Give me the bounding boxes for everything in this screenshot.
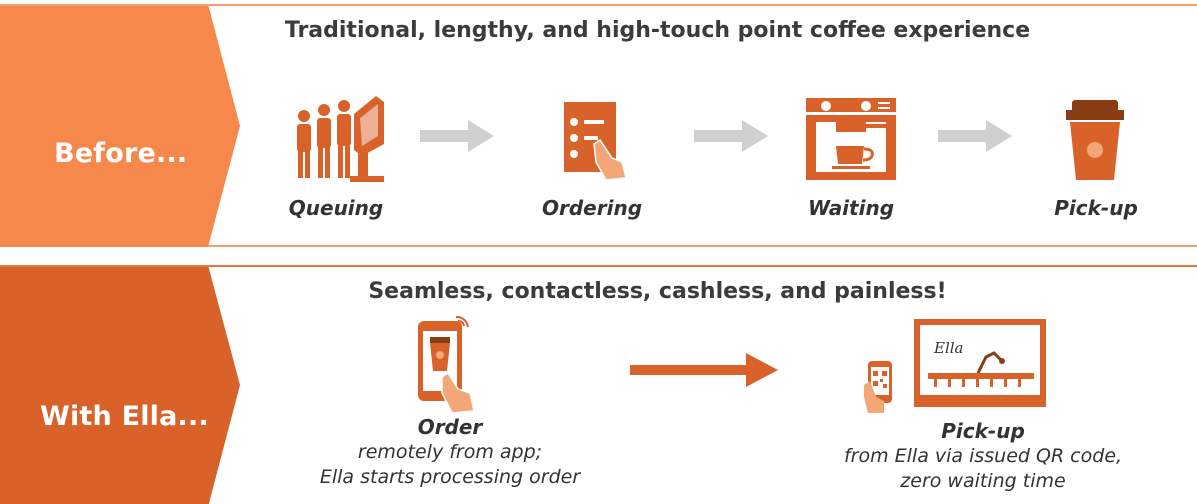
pickup-title: Pick-up	[941, 419, 1025, 443]
with-ella-title: Seamless, contactless, cashless, and pai…	[368, 279, 947, 304]
before-chevron-band	[0, 6, 240, 247]
pickup-line-2: zero waiting time	[900, 470, 1066, 492]
phone-app-order-icon	[418, 316, 475, 414]
right-arrow-icon	[630, 353, 778, 387]
espresso-machine-icon	[806, 98, 896, 180]
before-panel: Before... Traditional, lengthy, and high…	[0, 4, 1197, 247]
queuing-label: Queuing	[288, 196, 384, 220]
with-ella-label: With Ella...	[40, 401, 209, 432]
pickup-description: Pick-up from Ella via issued QR code, ze…	[818, 419, 1148, 494]
before-label: Before...	[54, 138, 188, 169]
order-line-2: Ella starts processing order	[319, 466, 581, 488]
right-arrow-icon	[938, 120, 1012, 152]
right-arrow-icon	[420, 120, 494, 152]
order-line-1: remotely from app;	[357, 441, 543, 463]
order-title: Order	[417, 415, 483, 439]
ordering-label: Ordering	[541, 196, 643, 220]
pickup-label: Pick-up	[1054, 196, 1138, 220]
waiting-label: Waiting	[807, 196, 895, 220]
ella-screen-text: Ella	[933, 339, 964, 357]
with-ella-chevron-band	[0, 267, 240, 504]
with-ella-panel: With Ella... Seamless, contactless, cash…	[0, 265, 1197, 504]
order-menu-hand-icon	[564, 102, 627, 181]
before-title: Traditional, lengthy, and high-touch poi…	[284, 18, 1031, 43]
right-arrow-icon	[694, 120, 768, 152]
order-description: Order remotely from app; Ella starts pro…	[290, 415, 610, 490]
pickup-line-1: from Ella via issued QR code,	[843, 445, 1123, 467]
queue-people-kiosk-icon	[297, 96, 384, 182]
coffee-cup-icon	[1066, 100, 1124, 180]
ella-robot-kiosk-qr-icon: Ella	[864, 319, 1046, 413]
